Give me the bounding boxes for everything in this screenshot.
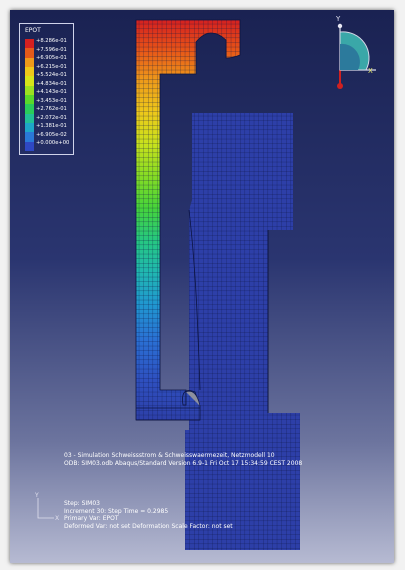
legend-swatch: [25, 94, 34, 105]
legend-value: +0.000e+00: [36, 140, 70, 146]
triad-x-label: X: [368, 67, 373, 75]
legend-value: +6.905e-01: [36, 55, 67, 61]
step-info: Step: SIM03 Increment 30: Step Time = 0.…: [64, 500, 233, 530]
legend-swatch: [25, 76, 34, 86]
legend-swatch: [25, 66, 34, 77]
legend-value: +6.215e-01: [36, 63, 67, 70]
left-electrode: [135, 19, 241, 421]
legend-swatch: [25, 141, 34, 151]
legend-value: +4.834e-01: [36, 80, 67, 87]
legend-labels: +8.286e-01 +7.596e-01 +6.905e-01 +6.215e…: [36, 37, 69, 148]
legend-swatch: [25, 122, 34, 133]
legend-value: +6.905e-02: [36, 131, 67, 138]
small-triad-y-label: Y: [34, 492, 39, 499]
right-part: [185, 113, 300, 550]
legend-color-bar: [25, 39, 34, 151]
legend-swatch: [25, 104, 34, 114]
triad-y-label: Y: [335, 15, 341, 23]
legend-value: +8.286e-01: [36, 38, 67, 44]
legend-swatch: [25, 57, 34, 67]
legend-value: +7.596e-01: [36, 46, 67, 53]
legend-swatch: [25, 132, 34, 142]
legend-swatch: [25, 113, 34, 123]
legend-swatch: [25, 48, 34, 58]
increment-info: Increment 30: Step Time = 0.2985: [64, 507, 169, 515]
step-name: Step: SIM03: [64, 500, 100, 507]
legend-value: +3.453e-01: [36, 97, 67, 104]
model-title: 03 - Simulation Schweissstrom & Schweiss…: [64, 452, 275, 459]
model-info: 03 - Simulation Schweissstrom & Schweiss…: [64, 452, 302, 467]
contour-legend: EPOT +8.286e-01 +7.596e-01 +6.905e-01 +6…: [19, 23, 74, 155]
small-axis-triad: Y X: [34, 492, 59, 522]
viewport[interactable]: EPOT +8.286e-01 +7.596e-01 +6.905e-01 +6…: [10, 10, 394, 563]
deformed-var: Deformed Var: not set Deformation Scale …: [64, 522, 233, 530]
legend-value: +2.762e-01: [36, 106, 67, 112]
primary-var: Primary Var: EPOT: [64, 515, 119, 522]
small-triad-x-label: X: [55, 515, 59, 522]
legend-value: +1.381e-01: [36, 123, 67, 129]
legend-title: EPOT: [25, 27, 41, 34]
legend-value: +2.072e-01: [36, 114, 67, 121]
legend-swatch: [25, 85, 34, 95]
fem-mesh[interactable]: Y X Y X: [10, 10, 394, 563]
legend-swatch: [25, 39, 34, 49]
orientation-triad[interactable]: Y X: [335, 15, 376, 89]
legend-value: +5.524e-01: [36, 72, 67, 78]
legend-value: +4.143e-01: [36, 89, 67, 95]
odb-info: ODB: SIM03.odb Abaqus/Standard Version 6…: [64, 459, 303, 467]
